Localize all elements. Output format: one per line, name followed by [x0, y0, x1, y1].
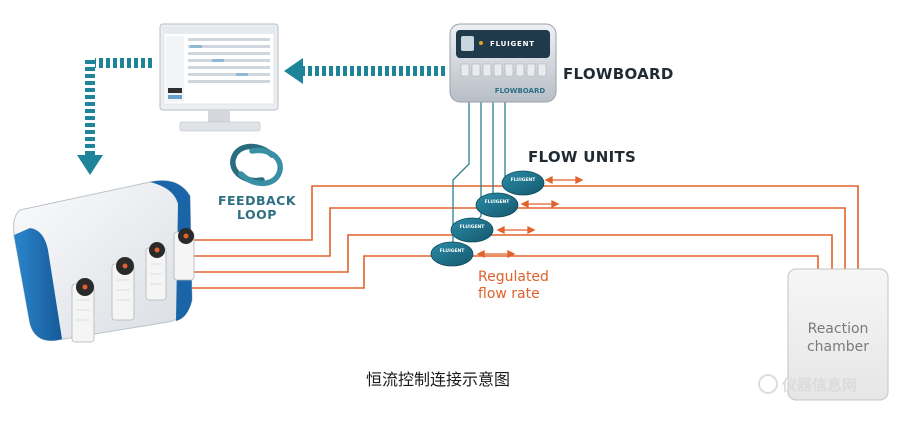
flowboard-brand-text: FLUIGENT: [490, 40, 535, 48]
monitor: [159, 23, 279, 132]
flow-unit-badge: FLUIGENT: [511, 177, 537, 183]
dotted-arrow-left-icon: [284, 58, 445, 84]
tube-3: [130, 234, 833, 273]
watermark: 仪器信息网: [758, 374, 857, 394]
watermark-text: 仪器信息网: [781, 376, 857, 394]
diagram-caption: 恒流控制连接示意图: [366, 370, 510, 389]
tube-1: [188, 185, 859, 270]
pressure-controller: [13, 180, 195, 343]
flow-unit-badge: FLUIGENT: [485, 199, 511, 205]
flow-unit-badge: FLUIGENT: [440, 248, 466, 254]
flow-unit-badge: FLUIGENT: [460, 224, 486, 230]
reaction-label-line2: chamber: [807, 339, 869, 355]
flow-unit: FLUIGENT: [501, 170, 545, 196]
tube-4: [92, 255, 819, 289]
flow-unit: FLUIGENT: [430, 241, 474, 267]
flow-unit: FLUIGENT: [475, 192, 519, 218]
reaction-chamber: [787, 268, 889, 401]
regulated-label-line1: Regulated: [478, 269, 549, 285]
regulated-label-line2: flow rate: [478, 286, 540, 302]
flow-unit: FLUIGENT: [450, 217, 494, 243]
flowboard-model-text: FLOWBOARD: [495, 87, 546, 95]
tubing-lines: [92, 185, 859, 289]
feedback-label-line1: FEEDBACK: [218, 193, 297, 208]
feedback-label-line2: LOOP: [237, 207, 277, 222]
circular-loop-icon: [230, 143, 283, 186]
flow-units-label: FLOW UNITS: [528, 148, 636, 166]
double-arrow-icon: [476, 175, 584, 259]
tube-2: [160, 207, 846, 270]
flowboard-device: FLUIGENT FLOWBOARD: [449, 23, 557, 103]
reaction-label-line1: Reaction: [808, 321, 869, 337]
dotted-arrow-down-icon: [77, 58, 152, 175]
flowboard-label: FLOWBOARD: [563, 65, 674, 83]
